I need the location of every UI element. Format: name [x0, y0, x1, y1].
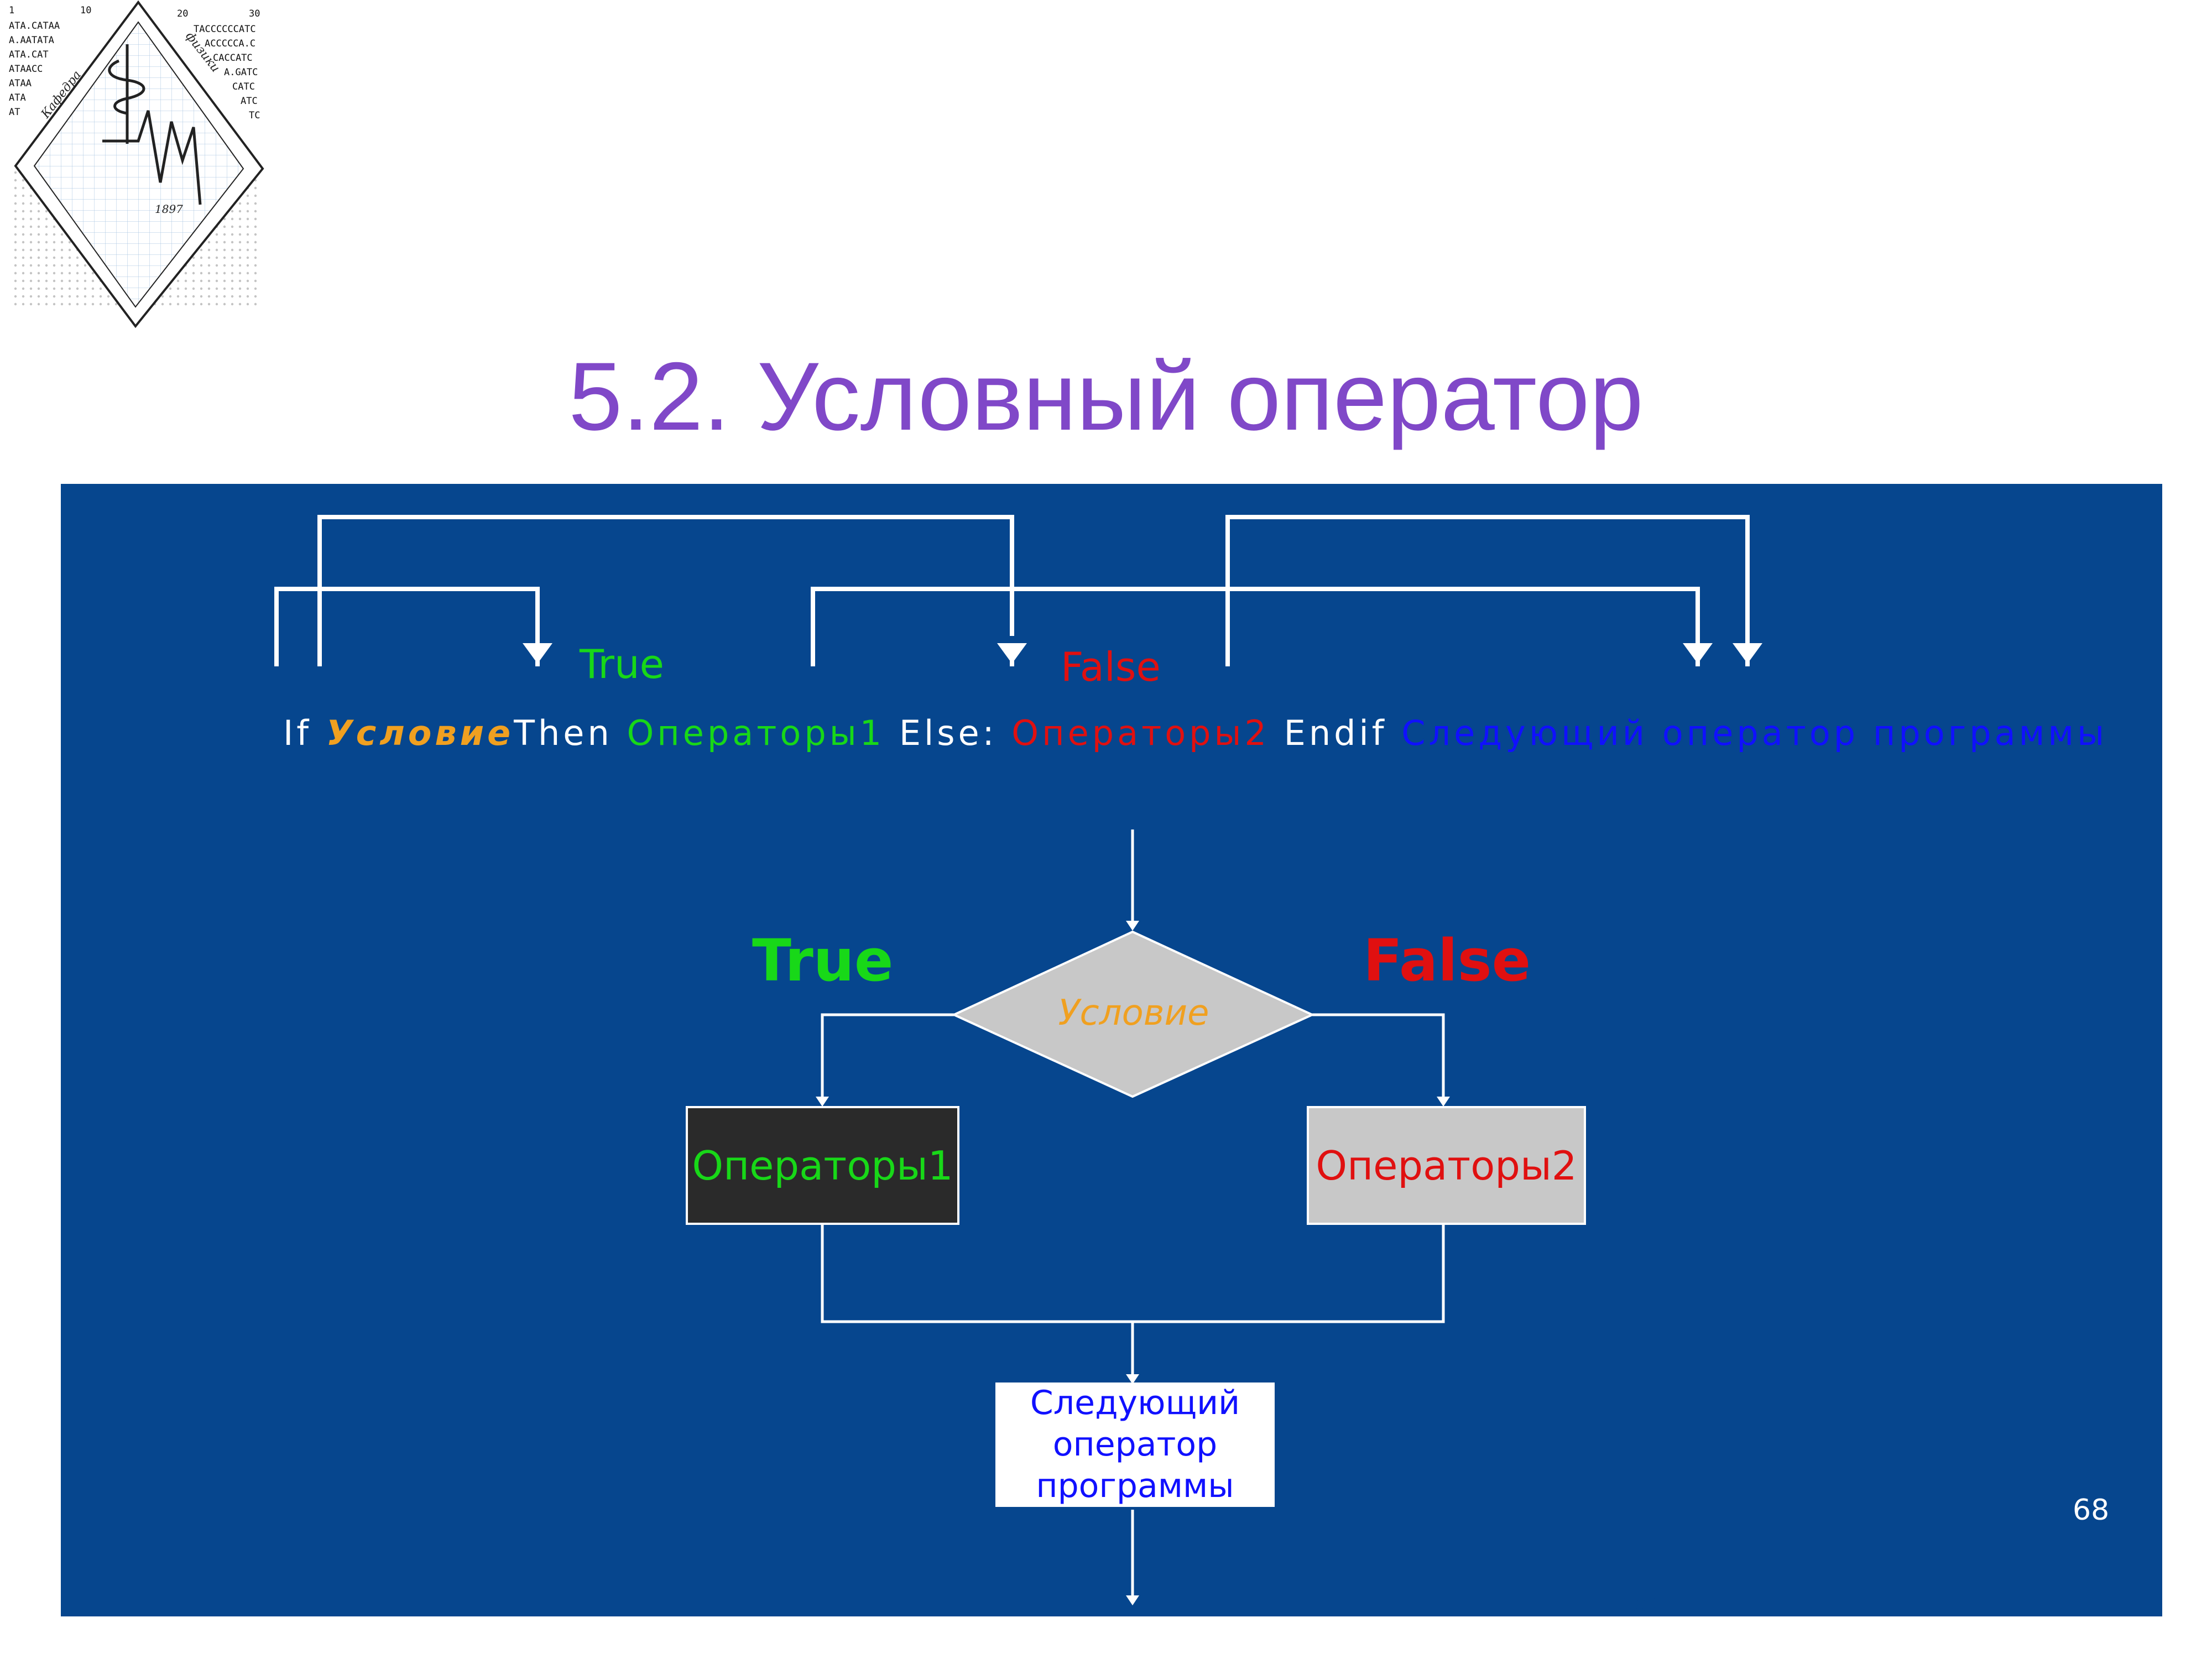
flow-merge: [821, 1225, 1445, 1323]
svg-text:A.GATC: A.GATC: [224, 67, 258, 78]
svg-text:ATC: ATC: [241, 96, 258, 107]
logo-dna-right: TACCCCCCATC ACCCCCA.C CACCATC A.GATC CAT…: [194, 24, 260, 121]
svg-text:ATA: ATA: [9, 92, 26, 103]
svg-text:ATA.CATAA: ATA.CATAA: [9, 20, 60, 32]
logo-ecg-icon: [102, 44, 202, 205]
syntax-arrowheads: [523, 643, 1762, 664]
flow-false-label: False: [1363, 927, 1531, 994]
top-false-label: False: [1061, 644, 1161, 690]
logo-col-30: 30: [249, 8, 260, 19]
next-line-2: оператор: [1052, 1425, 1218, 1464]
svg-text:ACCCCCA.C: ACCCCCA.C: [205, 38, 255, 49]
arrow-then-to-endif: [317, 515, 1014, 666]
svg-text:1897: 1897: [155, 202, 183, 216]
syntax-arrows: [274, 515, 1750, 666]
arrowhead-stems: [535, 661, 1750, 666]
slide-title: 5.2. Условный оператор: [568, 343, 1644, 451]
next-line-1: Следующий: [1030, 1384, 1240, 1422]
arrow-else-path: [811, 587, 1230, 666]
logo-col-20: 20: [177, 8, 188, 19]
code-then: Then: [514, 713, 613, 753]
flowchart-connectors: [821, 830, 1445, 1601]
svg-text:ATAACC: ATAACC: [9, 64, 43, 75]
syntax-code-line: If УсловиеThen Операторы1 Else: Оператор…: [283, 716, 2107, 750]
code-condition: Условие: [326, 713, 514, 753]
page-number: 59: [1618, 1577, 1662, 1621]
condition-text: Условие: [1058, 993, 1209, 1034]
logo-col-10: 10: [80, 5, 91, 16]
diagram-lines: [274, 515, 1762, 1605]
top-true-label: True: [580, 641, 664, 687]
ops1-box: Операторы1: [686, 1106, 959, 1225]
logo-col-1: 1: [9, 5, 14, 16]
svg-text:ATAA: ATAA: [9, 78, 32, 89]
logo-dna-left: ATA.CATAA A.AATATA ATA.CAT ATAACC ATAA A…: [9, 20, 60, 118]
svg-text:CACCATC: CACCATC: [213, 53, 253, 64]
arrow-to-next-2: [1225, 515, 1750, 666]
code-next: Следующий оператор программы: [1401, 713, 2108, 753]
code-ops2: Операторы2: [1011, 713, 1270, 753]
department-logo: 1 10 20 30 ATA.CATAA A.AATATA ATA.CAT AT…: [6, 0, 265, 332]
svg-text:A.AATATA: A.AATATA: [9, 35, 54, 46]
svg-text:AT: AT: [9, 107, 20, 118]
flowchart-arrowheads: [816, 921, 1450, 1605]
diagram-panel: True False If УсловиеThen Операторы1 Els…: [61, 484, 2162, 1616]
flow-false-branch: [1312, 1013, 1445, 1102]
ops2-box: Операторы2: [1307, 1106, 1586, 1225]
code-if: If: [283, 713, 312, 753]
svg-text:CATC: CATC: [232, 81, 255, 92]
arrow-to-ops1: [274, 587, 540, 666]
code-ops1: Операторы1: [627, 713, 885, 753]
flow-true-label: True: [752, 927, 894, 994]
svg-text:TC: TC: [249, 110, 260, 121]
code-endif: Endif: [1284, 713, 1387, 753]
code-else: Else:: [899, 713, 998, 753]
flow-true-branch: [821, 1013, 954, 1102]
arrow-to-next-1: [1012, 587, 1700, 650]
next-line-3: программы: [1036, 1467, 1234, 1505]
next-statement-box: Следующий оператор программы: [995, 1383, 1275, 1507]
svg-text:ATA.CAT: ATA.CAT: [9, 49, 49, 60]
inner-slide-number: 68: [2073, 1494, 2110, 1527]
condition-diamond: [951, 930, 1315, 1098]
svg-text:TACCCCCCATC: TACCCCCCATC: [194, 24, 256, 35]
